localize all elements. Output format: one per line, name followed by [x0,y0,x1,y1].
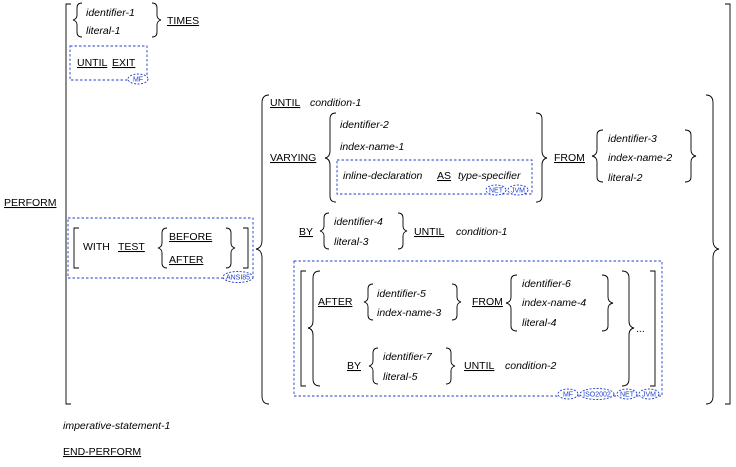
exit-keyword: EXIT [112,57,136,69]
net-badge [485,184,507,196]
repeat-ellipsis: ... [636,323,645,335]
net-badge-label: NET [489,188,504,195]
after-group-left-brace [307,270,321,387]
iso2002-badge [579,388,615,400]
mf-badge-label: MF [133,77,143,84]
until-exit-box [69,45,148,81]
literal-1: literal-1 [86,25,120,37]
from-keyword: FROM [554,152,585,164]
outer-right-bracket [725,3,731,405]
with-test-right-bracket [243,227,249,269]
before-after-left-brace [157,227,168,269]
outer-left-bracket [65,3,71,405]
before-keyword: BEFORE [169,231,212,243]
identifier-1: identifier-1 [86,7,135,19]
type-specifier: type-specifier [458,170,521,182]
until-keyword: UNTIL [270,97,300,109]
condition-1: condition-1 [310,97,361,109]
varying-keyword: VARYING [270,152,316,164]
test-keyword: TEST [118,241,145,253]
from-left-brace [591,129,604,183]
with-test-box [67,217,254,279]
inline-declaration-box [336,159,533,195]
literal-5: literal-5 [383,371,418,383]
by-keyword: BY [347,360,361,372]
end-perform-keyword: END-PERFORM [63,446,141,458]
until-keyword: UNTIL [464,360,494,372]
by-right-brace [397,212,408,250]
ansi85-badge [222,271,254,283]
mf-badge-label: MF [563,392,573,399]
after-vars-left-brace [363,283,374,321]
after-group-right-brace [621,270,635,387]
from-right-brace [684,129,697,183]
condition-1: condition-1 [456,226,507,238]
identifier-4: identifier-4 [334,216,383,228]
mf-badge [557,388,579,400]
after-vars-right-brace [451,283,462,321]
times-left-brace [72,2,83,38]
after-from-right-brace [601,274,614,332]
index-name-3: index-name-3 [377,307,441,319]
inner-left-brace [255,94,270,405]
with-keyword: WITH [83,241,110,253]
iso2002-badge-label: ISO2002 [583,392,611,399]
inner-right-brace [705,94,720,405]
after-from-left-brace [505,274,518,332]
ansi85-badge-label: ANSI85 [226,275,250,282]
times-keyword: TIMES [167,15,199,27]
index-name-1: index-name-1 [340,141,404,153]
jvm-badge-label: JVM [642,392,656,399]
perform-keyword: PERFORM [4,197,57,209]
mf-badge [127,73,149,85]
literal-2: literal-2 [608,172,643,184]
index-name-4: index-name-4 [522,297,586,309]
varying-left-brace [324,112,337,203]
imperative-statement-1: imperative-statement-1 [63,420,170,432]
identifier-6: identifier-6 [522,278,571,290]
net-badge [616,388,638,400]
index-name-2: index-name-2 [608,152,672,164]
inline-declaration: inline-declaration [343,170,423,182]
after-group-left-bracket [300,270,306,387]
jvm-badge [638,388,660,400]
by-keyword: BY [299,226,313,238]
literal-3: literal-3 [334,236,369,248]
identifier-5: identifier-5 [377,288,426,300]
jvm-badge [507,184,529,196]
from-keyword: FROM [472,296,503,308]
until-keyword: UNTIL [77,57,107,69]
after-group-box [293,260,663,397]
identifier-3: identifier-3 [608,133,657,145]
with-test-left-bracket [73,227,79,269]
until-keyword: UNTIL [414,226,444,238]
after-group-right-bracket [650,270,656,387]
jvm-badge-label: JVM [511,188,525,195]
varying-right-brace [535,112,548,203]
condition-2: condition-2 [505,360,557,372]
by-left-brace [319,212,330,250]
before-after-right-brace [225,227,236,269]
identifier-2: identifier-2 [340,119,389,131]
after-keyword: AFTER [169,254,204,266]
literal-4: literal-4 [522,317,557,329]
times-right-brace [151,2,162,38]
as-keyword: AS [437,170,451,182]
after-by-right-brace [445,347,456,385]
net-badge-label: NET [620,392,635,399]
after-by-left-brace [368,347,379,385]
identifier-7: identifier-7 [383,351,433,363]
after-keyword: AFTER [318,296,353,308]
